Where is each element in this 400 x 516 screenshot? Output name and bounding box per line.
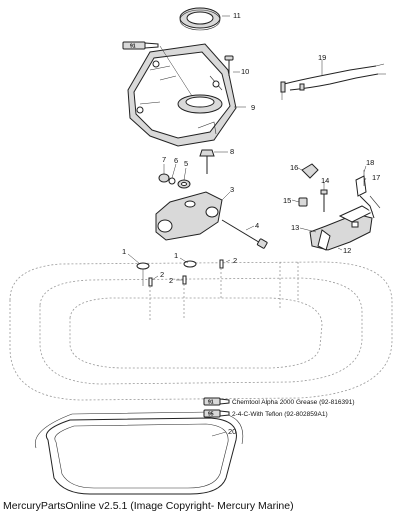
callout-7: 7 [162,155,166,164]
main-housing [127,43,237,147]
legend: 91 Chemtool Alpha 2000 Grease (92-816391… [203,397,355,418]
long-bolt [221,219,268,249]
callout-4: 4 [255,221,259,230]
callout-3: 3 [230,185,234,194]
callout-2-left: 2 [160,270,164,279]
callout-5: 5 [184,159,188,168]
tube-label-91: 91 [130,44,136,50]
callout-numbers: 1 2 3 4 5 6 7 8 9 10 11 12 13 14 15 16 1… [122,11,380,436]
gasket-20 [34,411,244,495]
engine-block-outline [9,261,393,401]
callout-12: 12 [343,246,351,255]
legend-item-91: 91 Chemtool Alpha 2000 Grease (92-816391… [203,397,355,406]
grease-tube-91: 91 [122,41,159,50]
o-ring-and-dowel-middle [182,260,197,320]
callout-19: 19 [318,53,326,62]
callout-11: 11 [233,11,241,20]
bolt-8 [199,149,215,174]
callout-17: 17 [372,173,380,182]
callout-14: 14 [321,176,329,185]
oil-seal-ring [179,7,221,31]
lever-assembly [309,205,374,251]
nut-washer-stack [158,173,191,189]
callout-9: 9 [251,103,255,112]
callout-13: 13 [291,223,299,232]
dowel-right [219,259,224,300]
yoke-bracket [155,191,223,241]
callout-10: 10 [241,67,249,76]
callout-16: 16 [290,163,298,172]
callout-1-middle: 1 [174,251,178,260]
legend-item-95: 95 2-4-C-With Teflon (92-802859A1) [203,409,328,418]
legend-text-91: Chemtool Alpha 2000 Grease (92-816391) [232,399,355,406]
footer-copyright: MercuryPartsOnline v2.5.1 (Image Copyrig… [3,500,294,512]
leader-lines [127,15,367,437]
callout-1-left: 1 [122,247,126,256]
callout-6: 6 [174,156,178,165]
screw-14 [320,189,328,212]
callout-18: 18 [366,158,374,167]
bushing-15 [298,197,308,207]
cap-16 [301,163,319,179]
legend-text-95: 2-4-C-With Teflon (92-802859A1) [232,411,328,418]
wire-harness [280,63,386,100]
callout-2-middle: 2 [169,276,173,285]
clip-17-18 [355,170,381,219]
o-ring-and-dowel-left [136,262,153,320]
callout-15: 15 [283,196,291,205]
bolt-10 [224,55,234,76]
callout-20: 20 [228,427,236,436]
legend-tube-label-95: 95 [208,412,214,418]
callout-8: 8 [230,147,234,156]
legend-tube-label-91: 91 [208,400,214,406]
callout-2-right: 2 [233,256,237,265]
